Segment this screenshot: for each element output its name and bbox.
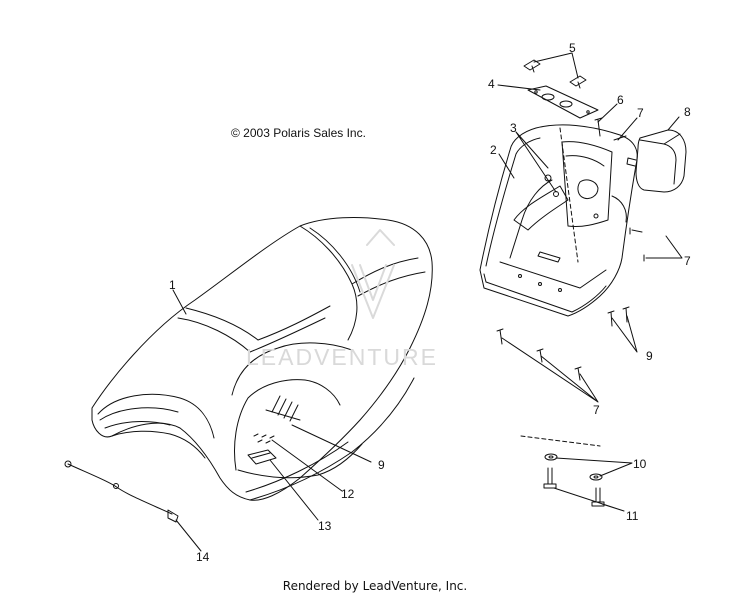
callout-7-right: 7: [684, 254, 691, 268]
callout-8: 8: [684, 105, 691, 119]
footer-credit: Rendered by LeadVenture, Inc.: [282, 579, 468, 593]
callout-3: 3: [510, 121, 517, 135]
copyright-notice: © 2003 Polaris Sales Inc.: [231, 126, 366, 140]
callout-4: 4: [488, 77, 495, 91]
reference-lines: [520, 127, 601, 447]
callout-13: 13: [318, 519, 332, 533]
seat-cable-drawing: [64, 460, 179, 523]
watermark-logo: [351, 229, 395, 319]
callout-labels: 1 2 3 4 5 6 7 7 7 8 9 9 10 11 12 13 14: [169, 41, 691, 564]
callout-10: 10: [633, 457, 647, 471]
callout-5: 5: [569, 41, 576, 55]
callout-2: 2: [490, 143, 497, 157]
watermark-text: LEADVENTURE: [246, 344, 438, 370]
callout-1: 1: [169, 278, 176, 292]
callout-12: 12: [341, 487, 355, 501]
callout-7-lower: 7: [593, 403, 600, 417]
tail-light-drawing: [626, 129, 687, 193]
callout-6: 6: [617, 93, 624, 107]
leader-lines: [172, 52, 683, 552]
callout-11: 11: [626, 509, 639, 523]
callout-7-upper: 7: [637, 106, 644, 120]
callout-14: 14: [196, 550, 210, 564]
callout-9-seat: 9: [378, 458, 385, 472]
mounting-plate-drawing: [523, 59, 599, 119]
callout-9-tray: 9: [646, 349, 653, 363]
rear-tray-drawing: [479, 124, 638, 317]
